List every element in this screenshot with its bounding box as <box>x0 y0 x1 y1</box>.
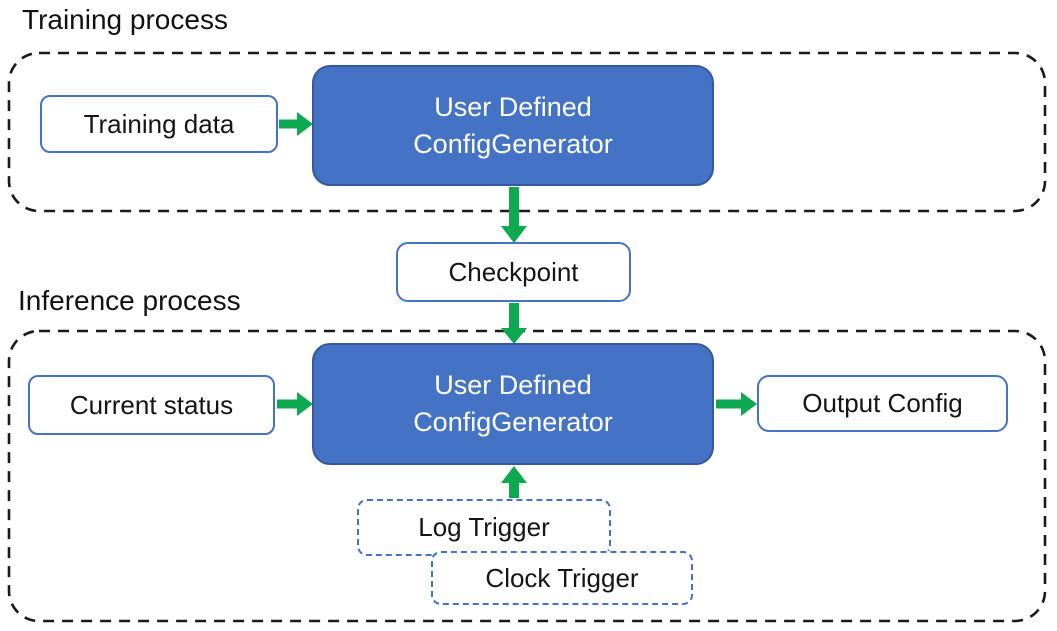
checkpoint-label: Checkpoint <box>448 256 579 287</box>
log-trigger-node: Log Trigger <box>357 499 611 556</box>
arrow-shaft <box>716 399 741 409</box>
arrow-shaft <box>509 482 519 498</box>
arrow-head <box>501 466 527 483</box>
inference-config-generator-label: User Defined ConfigGenerator <box>413 370 613 437</box>
arrow-head <box>297 112 313 136</box>
training-data-node: Training data <box>40 95 278 153</box>
training-config-generator-label: User Defined ConfigGenerator <box>413 91 613 159</box>
arrow-head <box>501 226 527 243</box>
checkpoint-node: Checkpoint <box>396 242 631 302</box>
arrow-head <box>741 392 757 416</box>
arrow-current-status-to-generator <box>277 392 313 416</box>
arrow-shaft <box>277 399 297 409</box>
arrow-checkpoint-to-generator <box>501 303 527 344</box>
arrow-shaft <box>509 303 519 328</box>
arrow-training-data-to-generator <box>279 112 313 136</box>
inference-config-generator-node: User Defined ConfigGenerator <box>312 343 714 465</box>
output-config-label: Output Config <box>802 388 963 418</box>
inference-container-outline <box>7 329 1047 623</box>
arrow-generator-to-checkpoint <box>501 187 527 243</box>
current-status-label: Current status <box>69 389 234 420</box>
arrow-generator-to-output-config <box>716 392 757 416</box>
arrow-head <box>297 392 313 416</box>
arrow-shaft <box>509 187 519 226</box>
clock-trigger-label: Clock Trigger <box>485 562 639 593</box>
clock-trigger-node: Clock Trigger <box>431 551 693 605</box>
arrow-shaft <box>279 119 298 129</box>
output-config-node: Output Config <box>757 375 1008 432</box>
training-data-label: Training data <box>83 108 235 139</box>
current-status-node: Current status <box>28 375 275 435</box>
inference-process-title: Inference process <box>18 285 241 316</box>
log-trigger-label: Log Trigger <box>418 512 550 542</box>
arrow-log-trigger-to-generator <box>501 466 527 498</box>
training-config-generator-node: User Defined ConfigGenerator <box>312 65 714 186</box>
training-process-title: Training process <box>22 4 228 35</box>
arrow-head <box>501 328 527 344</box>
training-container-outline <box>7 51 1047 213</box>
